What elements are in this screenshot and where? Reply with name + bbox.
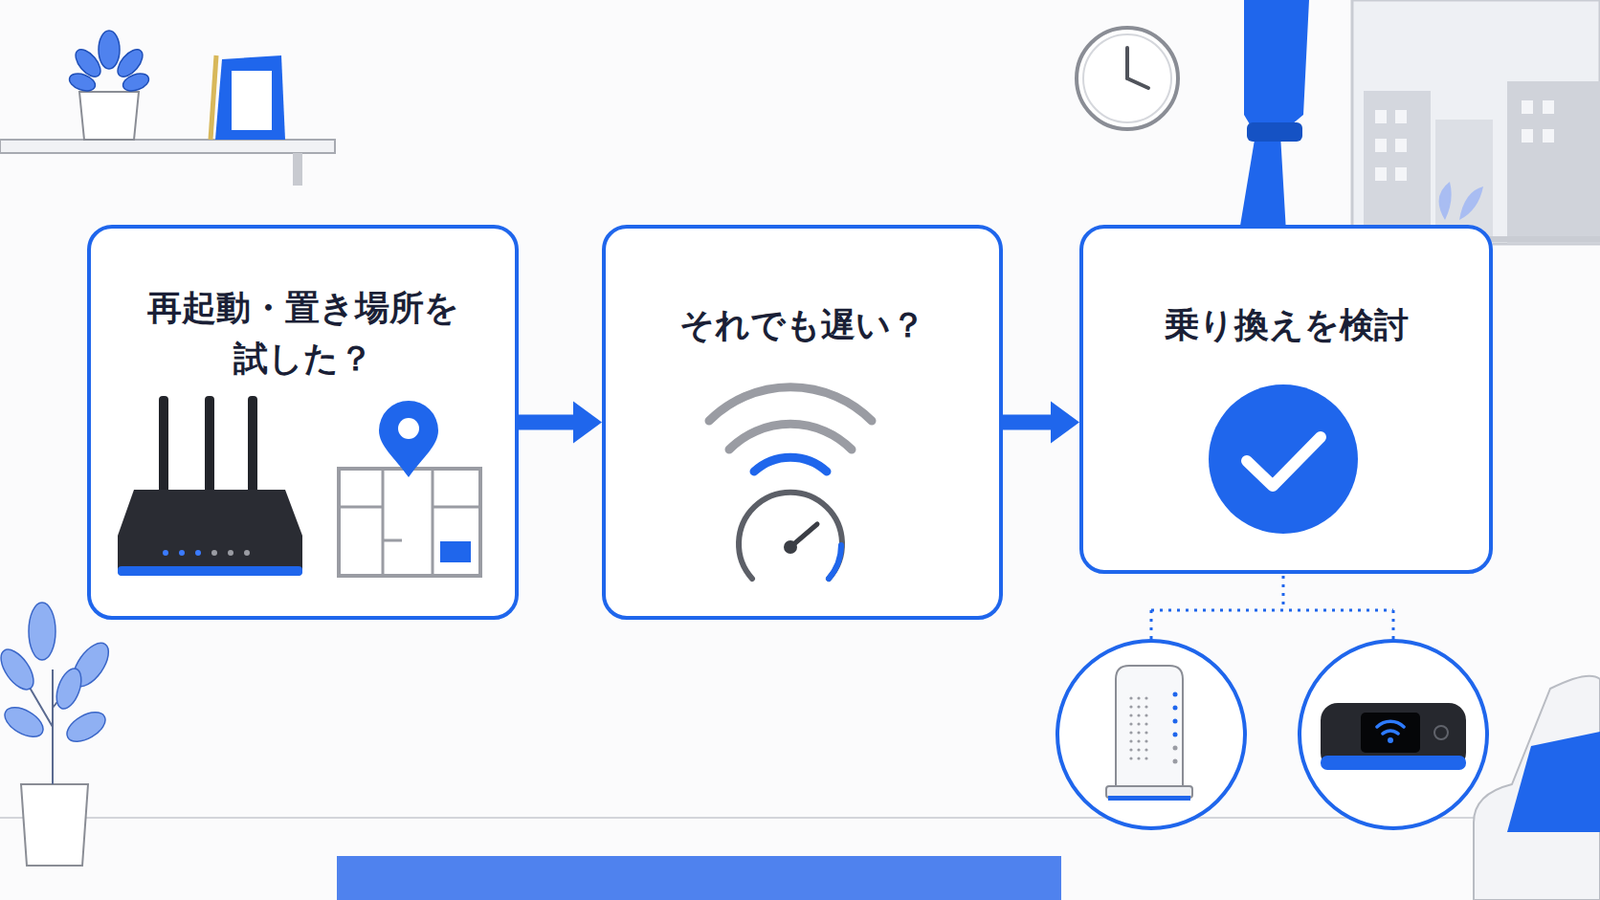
floor-plan-icon <box>338 400 481 577</box>
step-label: それでも遅い？ <box>605 299 1000 351</box>
floor-plant <box>0 602 116 867</box>
check-step-box: 再起動・置き場所を 試した？ <box>87 224 519 621</box>
wall-clock <box>1076 27 1178 130</box>
check-icon <box>1208 384 1358 534</box>
rug <box>336 856 1062 900</box>
window <box>1352 0 1600 245</box>
flow-arrow <box>518 401 602 445</box>
router-icon <box>117 396 303 577</box>
branch-line <box>1151 576 1394 640</box>
wifi-speed-icon <box>709 387 872 579</box>
step-label: 乗り換えを検討 <box>1083 299 1489 351</box>
question-step-box: それでも遅い？ <box>601 224 1003 621</box>
action-step-box: 乗り換えを検討 <box>1079 224 1493 575</box>
flow-arrow <box>1002 401 1080 445</box>
shelf <box>0 30 335 186</box>
curtain <box>1236 0 1310 249</box>
mobile-router-option <box>1299 641 1488 829</box>
step-label: 再起動・置き場所を 試した？ <box>90 282 515 384</box>
sofa <box>1473 676 1600 900</box>
home-router-option <box>1057 641 1245 829</box>
